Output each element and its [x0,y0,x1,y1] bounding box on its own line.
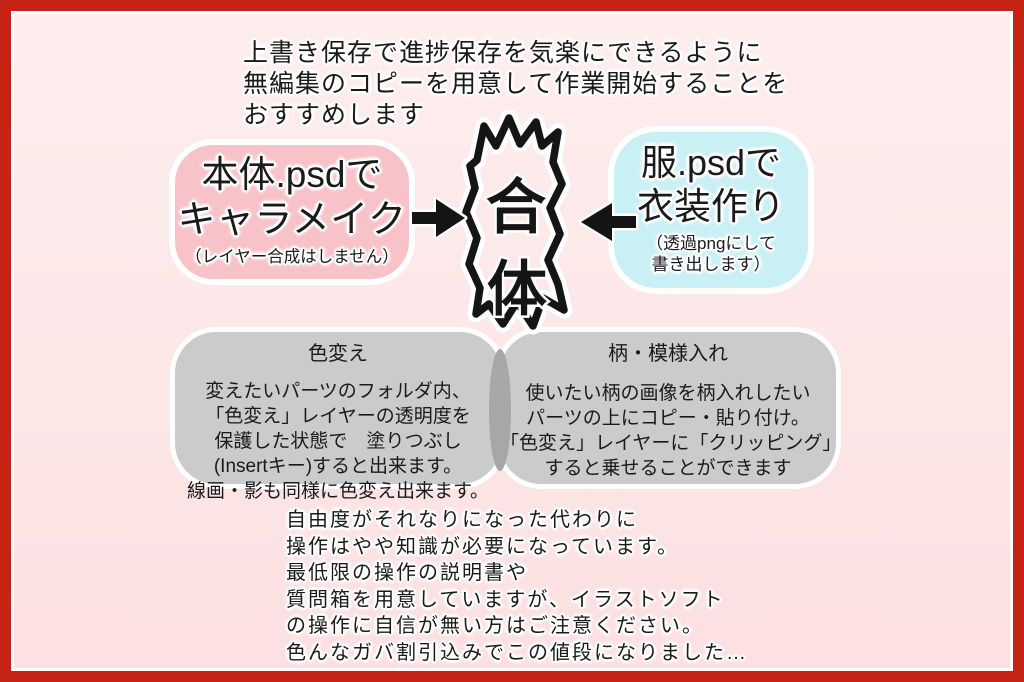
panel-body-line: 「色変え」レイヤーの透明度を [205,406,471,427]
merge-char-top: 合 [486,174,546,241]
intro-line: 無編集のコピーを用意して作業開始することを [243,70,789,98]
body-psd-box: 本体.psdで キャラメイク （レイヤー合成はしません） [169,139,415,285]
panel-body-line: すると乗せることができます [544,458,792,479]
panel-pattern-title: 柄・模様入れ [608,343,728,365]
arrow-right-icon [409,196,468,240]
merge-burst-outline [462,114,568,330]
panel-body-line: 保護した状態で 塗りつぶし [214,431,462,452]
intro-line: おすすめします [243,101,426,129]
panel-color-change-title: 色変え [308,343,368,365]
body-psd-note: （レイヤー合成はしません） [185,248,399,266]
arrow-left-icon [578,200,639,244]
merge-burst: 合 体 [457,110,573,335]
footer-line: 最低限の操作の説明書や [286,562,528,584]
clothes-psd-title: 服.psdで [640,142,782,183]
merge-char-bottom: 体 [487,256,547,323]
panel-color-change-body: 変えたいパーツのフォルダ内、 「色変え」レイヤーの透明度を 保護した状態で 塗り… [175,379,501,504]
panel-pattern-body: 使いたい柄の画像を柄入れしたい パーツの上にコピー・貼り付け。 「色変え」レイヤ… [500,381,842,481]
body-psd-subtitle: キャラメイク [177,199,407,241]
panel-body-line: (Insertキー)すると出来ます。 [213,456,463,477]
clothes-psd-box: 服.psdで 衣装作り （透過pngにして 書き出します） [608,126,814,294]
panel-body-line: 変えたいパーツのフォルダ内、 [205,381,471,402]
panel-body-line: 「色変え」レイヤーに「クリッピング」 [500,433,842,454]
panel-body-line: パーツの上にコピー・貼り付け。 [526,408,810,429]
intro-line: 上書き保存で進捗保存を気楽にできるように [243,39,763,67]
clothes-psd-note: 書き出します） [651,255,771,274]
clothes-psd-note: （透過pngにして [646,234,776,253]
intro-text: 上書き保存で進捗保存を気楽にできるように 無編集のコピーを用意して作業開始するこ… [243,38,788,131]
panel-pattern: 柄・模様入れ 使いたい柄の画像を柄入れしたい パーツの上にコピー・貼り付け。 「… [495,327,841,489]
panel-body-line: 線画・影も同様に色変え出来ます。 [186,481,490,502]
footer-line: 自由度がそれなりになった代わりに [286,509,638,531]
panel-overlap-shade [489,349,511,471]
footer-line: の操作に自信が無い方はご注意ください。 [286,615,704,637]
body-psd-title: 本体.psdで [201,154,383,195]
footer-line: 色んなガバ割引込みでこの値段になりました… [286,641,748,664]
footer-line: 質問箱を用意していますが、イラストソフト [286,588,725,611]
footer-note: 自由度がそれなりになった代わりに 操作はやや知識が必要になっています。 最低限の… [286,507,748,666]
panel-color-change: 色変え 変えたいパーツのフォルダ内、 「色変え」レイヤーの透明度を 保護した状態… [170,327,506,502]
panel-body-line: 使いたい柄の画像を柄入れしたい [525,383,811,404]
clothes-psd-subtitle: 衣装作り [637,186,785,227]
footer-line: 操作はやや知識が必要になっています。 [286,535,679,558]
